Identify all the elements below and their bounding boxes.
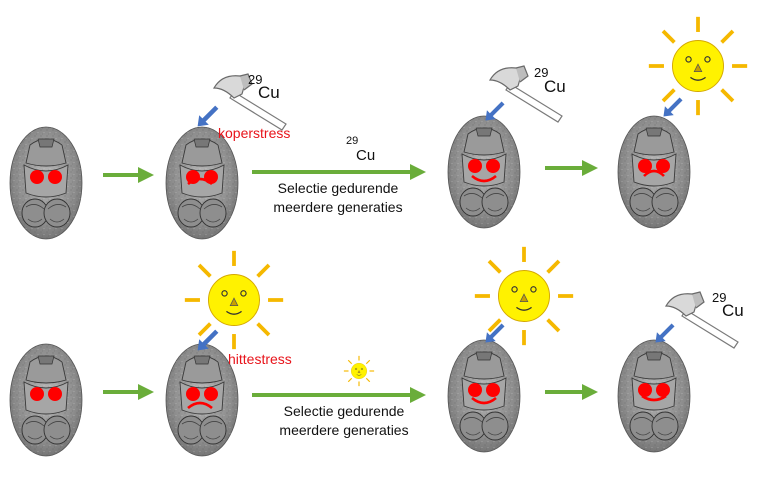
top-caption-line1: Selectie gedurende [278,180,399,196]
blue-arrow-icon [485,101,505,121]
top-organism-adapted [447,115,521,229]
top-row: 29 Cu koperstress 29 Cu Selectie geduren… [9,14,750,240]
top-organism-stressed [165,126,239,240]
top-stress-label: koperstress [218,125,290,141]
sun-face-icon [472,244,576,348]
top-caption-line2: meerdere generaties [273,199,402,215]
bottom-organism-adapted [447,339,521,453]
copper-symbol-3: Cu [722,301,744,320]
top-arrow-mass-number: 29 [346,135,358,147]
bottom-caption-line2: meerdere generaties [279,422,408,438]
bottom-frown [187,401,213,410]
sun-face-icon [646,14,750,118]
copper-mass-number: 29 [248,72,262,87]
top-frown [187,177,213,186]
bottom-smile [471,396,497,405]
bottom-organism-copper-test [617,339,691,453]
copper-symbol: Cu [258,83,280,102]
small-sun-icon [343,355,375,387]
top-smile [471,174,497,183]
blue-arrow-icon [197,105,219,127]
sun-face-icon [182,248,286,352]
top-organism-start [9,126,83,240]
bottom-organism-start [9,343,83,457]
copper-symbol-2: Cu [544,77,566,96]
blue-arrow-icon [655,323,675,343]
top-arrow-copper-symbol: Cu [356,147,375,164]
bottom-smile-2 [641,394,667,402]
bottom-row: hittestress Selectie gedurende meerdere … [9,244,744,457]
bottom-caption-line1: Selectie gedurende [284,403,405,419]
bottom-stress-label: hittestress [228,351,292,367]
top-frown-2 [643,169,665,177]
copper-mass-number-3: 29 [712,290,726,305]
copper-mass-number-2: 29 [534,65,548,80]
